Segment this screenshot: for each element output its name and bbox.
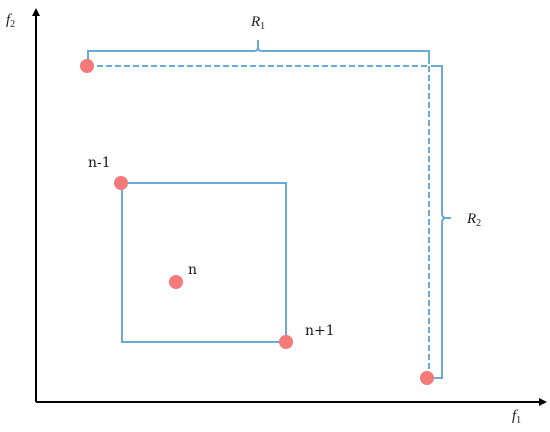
- point-n: [169, 275, 183, 289]
- range-label-r1: R1: [250, 14, 265, 32]
- range-label-r2: R2: [466, 211, 481, 229]
- extreme-point-top-left: [80, 59, 94, 73]
- point-label-n-minus-1: n-1: [88, 155, 111, 171]
- extreme-point-bottom-right: [420, 371, 434, 385]
- brace-r2: [431, 65, 451, 379]
- brace-r1: [87, 40, 430, 64]
- point-n-plus-1: [279, 335, 293, 349]
- point-label-n: n: [188, 262, 197, 278]
- point-n-minus-1: [114, 176, 128, 190]
- crowding-box: [121, 182, 287, 343]
- y-axis-label: f2: [6, 12, 15, 30]
- x-axis-label: f1: [512, 408, 521, 426]
- point-label-n-plus-1: n+1: [305, 323, 335, 339]
